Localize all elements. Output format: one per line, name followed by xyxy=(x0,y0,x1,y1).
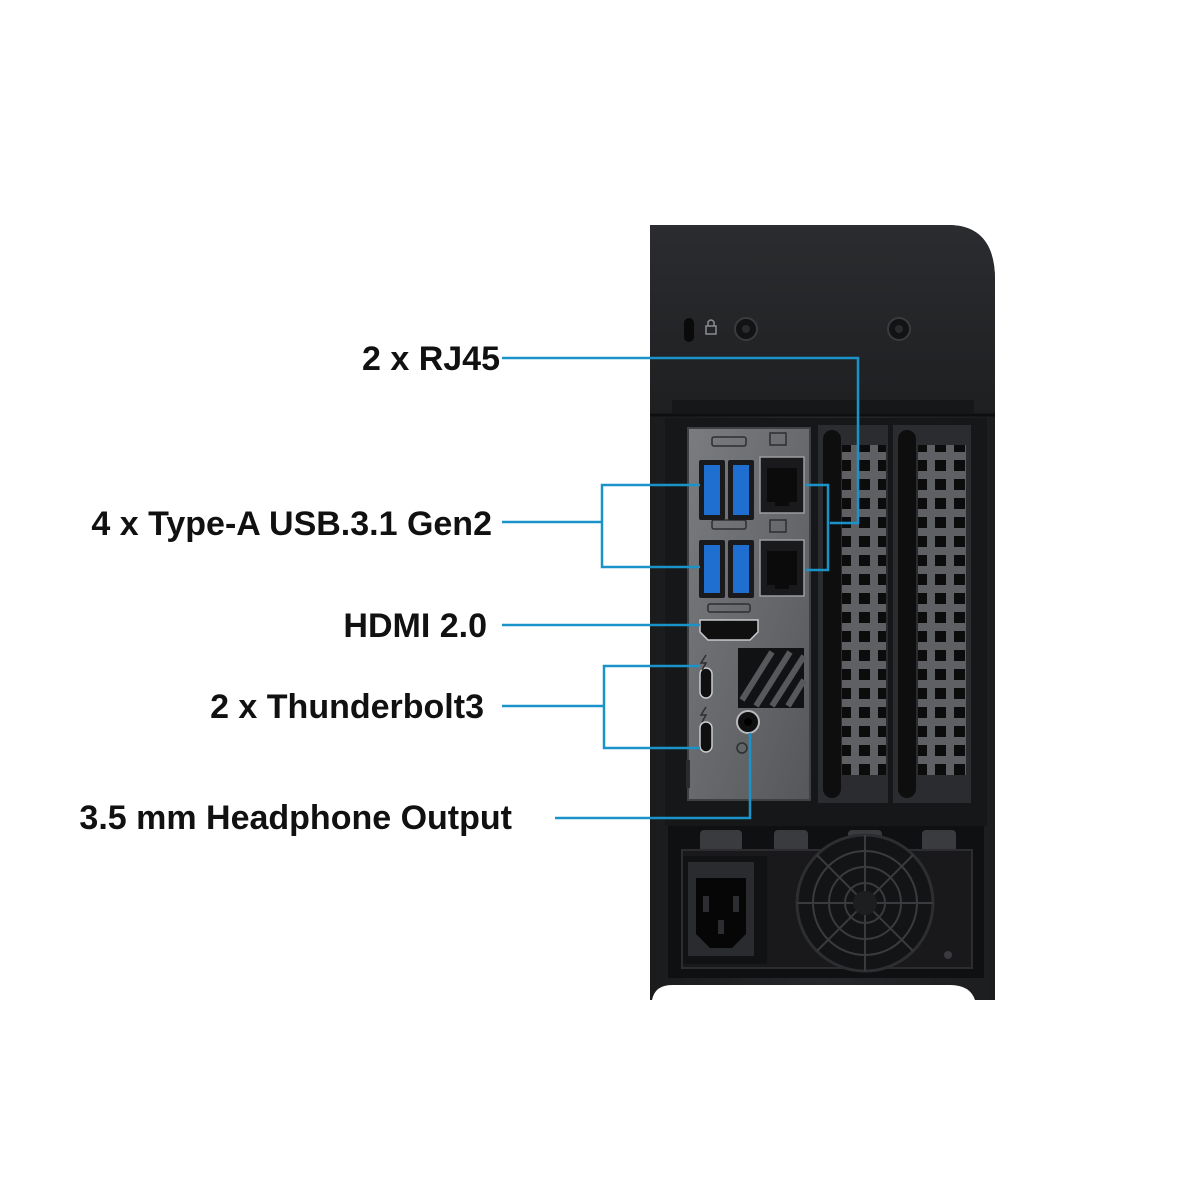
leader-rj45 xyxy=(502,356,860,525)
pcie-slot-2 xyxy=(893,425,971,803)
psu-section xyxy=(668,826,984,978)
usb-port-1 xyxy=(699,460,725,520)
headphone-jack xyxy=(736,710,760,734)
usb-port-3 xyxy=(699,540,725,598)
leader-headphone xyxy=(555,733,752,820)
thunderbolt-port-1 xyxy=(699,667,713,699)
rj45-port-1 xyxy=(759,456,805,514)
thunderbolt-port-2 xyxy=(699,721,713,753)
usb-port-2 xyxy=(728,460,754,520)
callout-hdmi: HDMI 2.0 xyxy=(343,607,487,645)
pcie-slot-1 xyxy=(818,425,888,803)
io-plate xyxy=(686,427,811,801)
lock-icon xyxy=(705,319,717,335)
callout-thunderbolt: 2 x Thunderbolt3 xyxy=(210,688,484,726)
callout-rj45: 2 x RJ45 xyxy=(362,340,500,378)
callout-headphone: 3.5 mm Headphone Output xyxy=(79,799,512,837)
hdmi-port xyxy=(699,619,759,641)
fan-grille xyxy=(795,833,935,973)
rj45-port-2 xyxy=(759,539,805,597)
callout-usb: 4 x Type-A USB.3.1 Gen2 xyxy=(91,505,492,543)
headphone-icon xyxy=(736,742,748,754)
power-inlet xyxy=(683,856,767,964)
callout-lines xyxy=(502,356,860,820)
usb-ss-icon xyxy=(711,436,747,447)
lock-area xyxy=(684,317,911,342)
vent-block xyxy=(738,648,807,708)
network-icon xyxy=(769,432,787,533)
usb-port-4 xyxy=(728,540,754,598)
lightning-bolt-icon xyxy=(699,654,708,723)
